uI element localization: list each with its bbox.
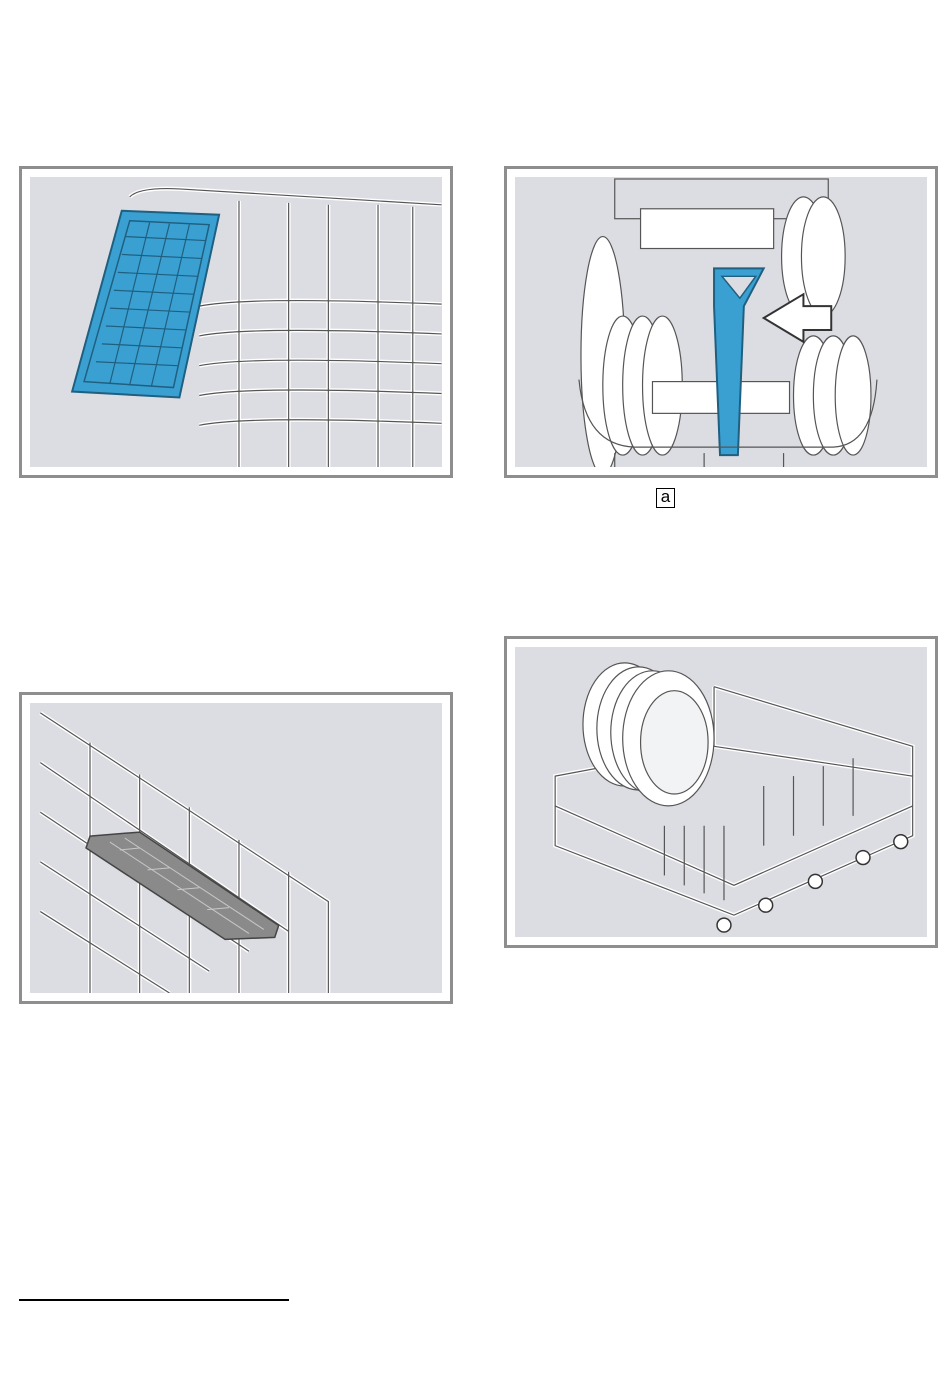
figure-rack-insert [19,692,453,1004]
callout-label: a [656,488,675,508]
figure-cutlery-tray [19,166,453,478]
footnote-rule [19,1299,289,1301]
rack-insert-illustration [30,703,442,993]
loaded-rack-illustration [515,177,927,467]
cutlery-basket-illustration [30,177,442,467]
figure-loaded-basket [504,166,938,478]
figure-plate-rack [504,636,938,948]
plate-rack-illustration [515,647,927,937]
